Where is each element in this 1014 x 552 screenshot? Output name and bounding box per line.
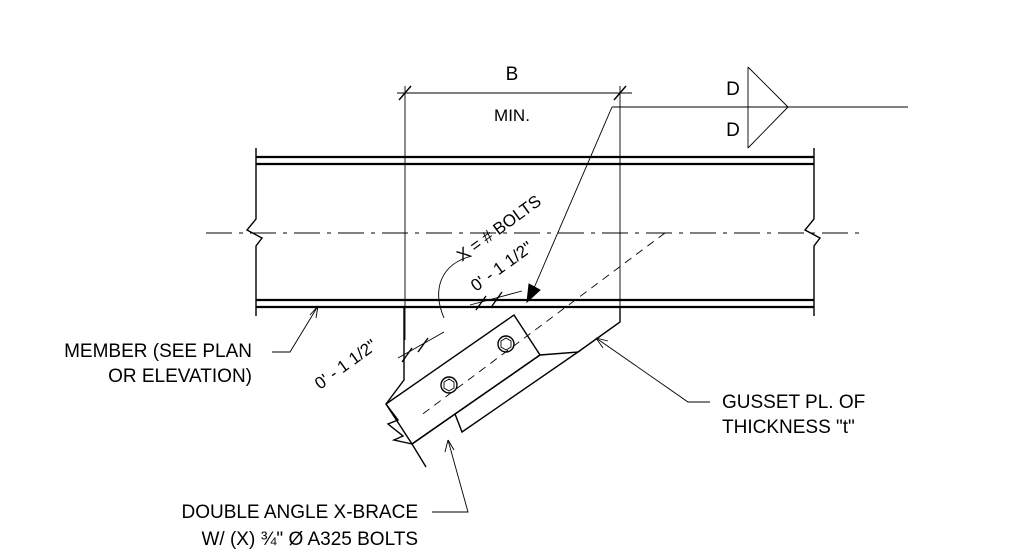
gusset-leader-arrow-b — [595, 337, 604, 349]
brace-leader-line — [432, 439, 469, 513]
dimension-b-label: B — [506, 64, 519, 85]
edge-dim-line-top — [469, 290, 523, 306]
beam-break-left — [245, 148, 264, 316]
edge-dim-tick-left-2 — [417, 337, 429, 353]
weld-symbol: D D — [526, 66, 908, 304]
edge-dim-line-left — [397, 331, 445, 359]
brace-leader-arrow-a — [444, 439, 449, 453]
gusset-plate — [385, 232, 666, 417]
weld-size-bottom: D — [726, 120, 740, 141]
gusset-right-edge — [577, 307, 621, 353]
member-leader-arrow-a — [309, 305, 319, 316]
edge-distance-left-label: 0' - 1 1/2" — [311, 336, 380, 393]
gusset-callout: GUSSET PL. OF THICKNESS "t" — [595, 337, 865, 438]
brace-break — [385, 403, 413, 445]
brace-work-line — [419, 232, 666, 417]
bolt-head-2 — [440, 376, 458, 394]
weld-leader-arrowhead — [526, 283, 541, 304]
gusset-label-line-2: THICKNESS "t" — [722, 417, 855, 438]
brace-label-line-2: W/ (X) ¾" Ø A325 BOLTS — [201, 529, 418, 550]
gusset-leader-line — [595, 337, 710, 403]
edge-distance-dimensions: X = # BOLTS 0' - 1 1/2" 0' - 1 1/2" — [311, 191, 545, 393]
gusset-left-edge — [385, 307, 405, 405]
beam-member — [206, 148, 866, 316]
member-label-line-1: MEMBER (SEE PLAN — [64, 341, 252, 362]
brace-angle-near — [385, 314, 541, 445]
gusset-label-line-1: GUSSET PL. OF — [722, 392, 865, 413]
beam-break-right — [803, 148, 822, 316]
brace-heel-line — [454, 354, 541, 415]
weld-symbol-lower-leg — [747, 106, 789, 149]
brace-angle-far — [411, 351, 581, 445]
dimension-min-label: MIN. — [494, 106, 530, 125]
brace-leader-arrow-b — [447, 439, 455, 451]
brace-stub — [411, 443, 427, 468]
bolt-count-leader — [438, 255, 473, 319]
weld-size-top: D — [726, 79, 740, 100]
member-leader-line — [272, 305, 319, 353]
bolt-1 — [497, 335, 515, 353]
weld-leader-line — [533, 106, 613, 289]
gusset-leader-arrow-a — [595, 337, 609, 342]
member-leader-arrow-b — [315, 305, 319, 319]
dimension-tick-right — [613, 85, 627, 101]
member-label-line-2: OR ELEVATION) — [108, 366, 252, 387]
bolt-nut-2 — [443, 378, 455, 392]
dimension-tick-left — [398, 85, 412, 101]
bolt-2 — [440, 376, 458, 394]
edge-dim-tick-left-1 — [401, 347, 413, 363]
brace-callout: DOUBLE ANGLE X-BRACE W/ (X) ¾" Ø A325 BO… — [181, 439, 469, 550]
edge-dim-tick-top-1 — [475, 295, 487, 311]
double-angle-brace — [385, 314, 581, 468]
member-callout: MEMBER (SEE PLAN OR ELEVATION) — [64, 305, 319, 387]
brace-label-line-1: DOUBLE ANGLE X-BRACE — [181, 502, 418, 523]
weld-symbol-upper-leg — [747, 66, 789, 108]
bolt-head-1 — [497, 335, 515, 353]
dimension-b: B MIN. — [397, 64, 632, 340]
edge-dim-tick-top-2 — [491, 291, 503, 307]
bolt-nut-1 — [500, 337, 512, 351]
